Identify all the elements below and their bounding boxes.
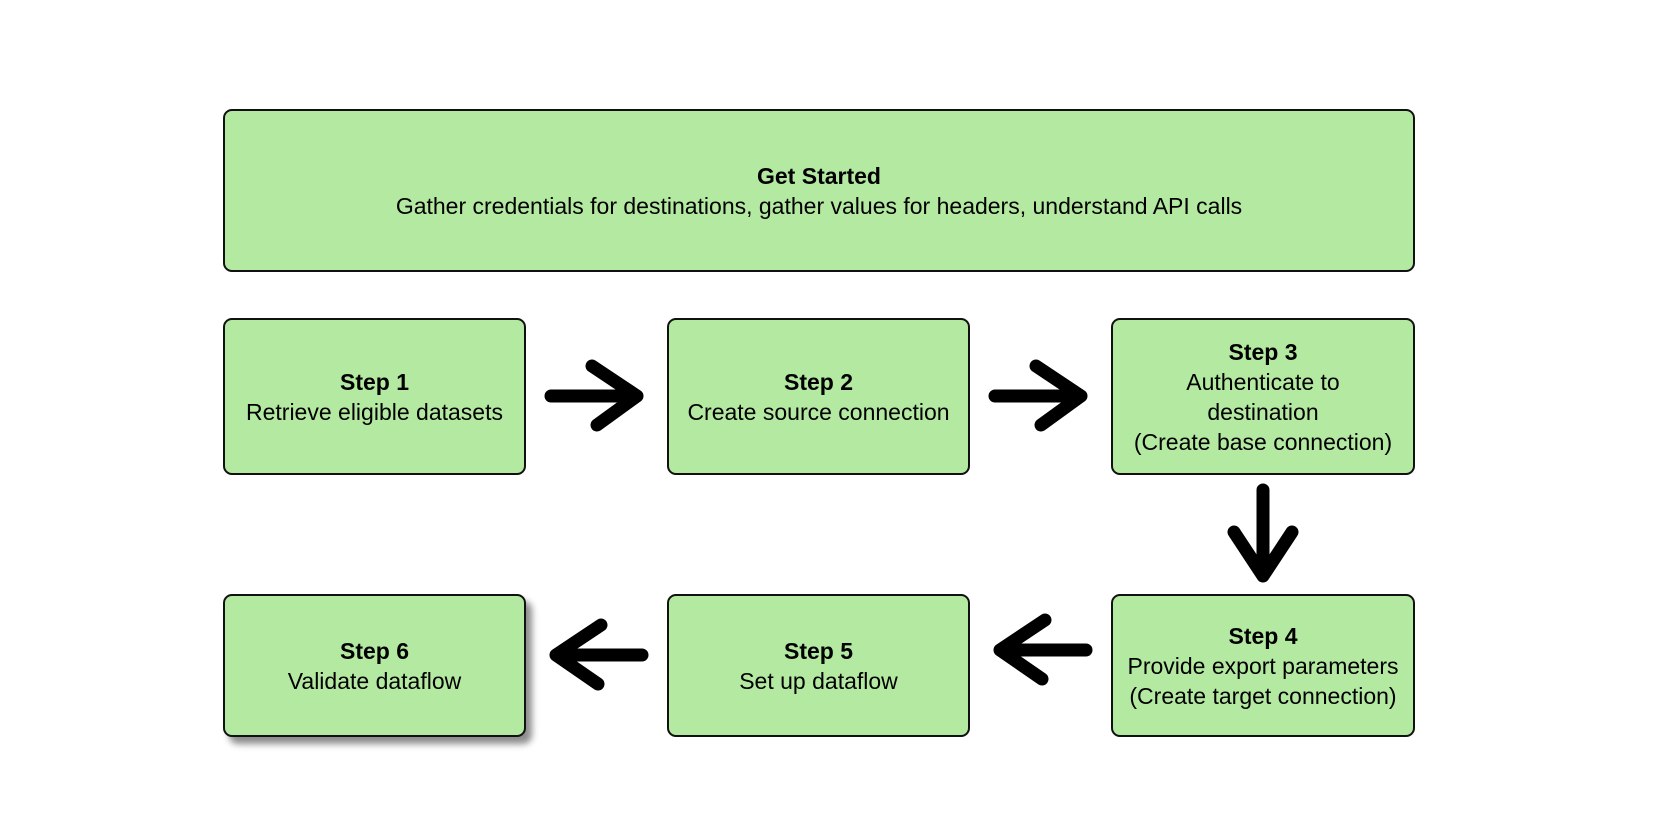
step-2-title: Step 2 [783,368,854,395]
arrow-left-icon [549,618,649,691]
step-5-title: Step 5 [783,637,854,664]
get-started-description: Gather credentials for destinations, gat… [395,192,1243,219]
step-3-line-2: destination [1207,398,1319,425]
step-6-title: Step 6 [339,637,410,664]
step-3-line-3: (Create base connection) [1133,428,1393,455]
arrow-right-icon [544,359,644,432]
arrow-step3-to-step4 [1227,483,1299,583]
arrow-left-icon [993,613,1093,686]
step-3-box: Step 3 Authenticate to destination (Crea… [1111,318,1415,475]
arrow-step4-to-step5 [993,613,1093,686]
arrow-step1-to-step2 [544,359,644,432]
step-1-box: Step 1 Retrieve eligible datasets [223,318,526,475]
step-2-line-1: Create source connection [687,398,950,425]
step-1-title: Step 1 [339,368,410,395]
step-2-box: Step 2 Create source connection [667,318,970,475]
arrow-down-icon [1227,483,1299,583]
step-4-title: Step 4 [1228,622,1298,649]
step-3-title: Step 3 [1228,338,1298,365]
step-4-line-1: Provide export parameters [1127,652,1399,679]
step-6-box: Step 6 Validate dataflow [223,594,526,737]
arrow-right-icon [988,359,1088,432]
step-5-box: Step 5 Set up dataflow [667,594,970,737]
step-1-line-1: Retrieve eligible datasets [246,398,503,425]
get-started-title: Get Started [757,162,881,189]
step-6-line-1: Validate dataflow [287,667,462,694]
step-5-line-1: Set up dataflow [739,667,898,694]
arrow-step2-to-step3 [988,359,1088,432]
arrow-step5-to-step6 [549,618,649,691]
get-started-box: Get Started Gather credentials for desti… [223,109,1415,272]
step-4-box: Step 4 Provide export parameters (Create… [1111,594,1415,737]
step-3-line-1: Authenticate to [1186,368,1340,395]
step-4-line-2: (Create target connection) [1129,682,1397,709]
